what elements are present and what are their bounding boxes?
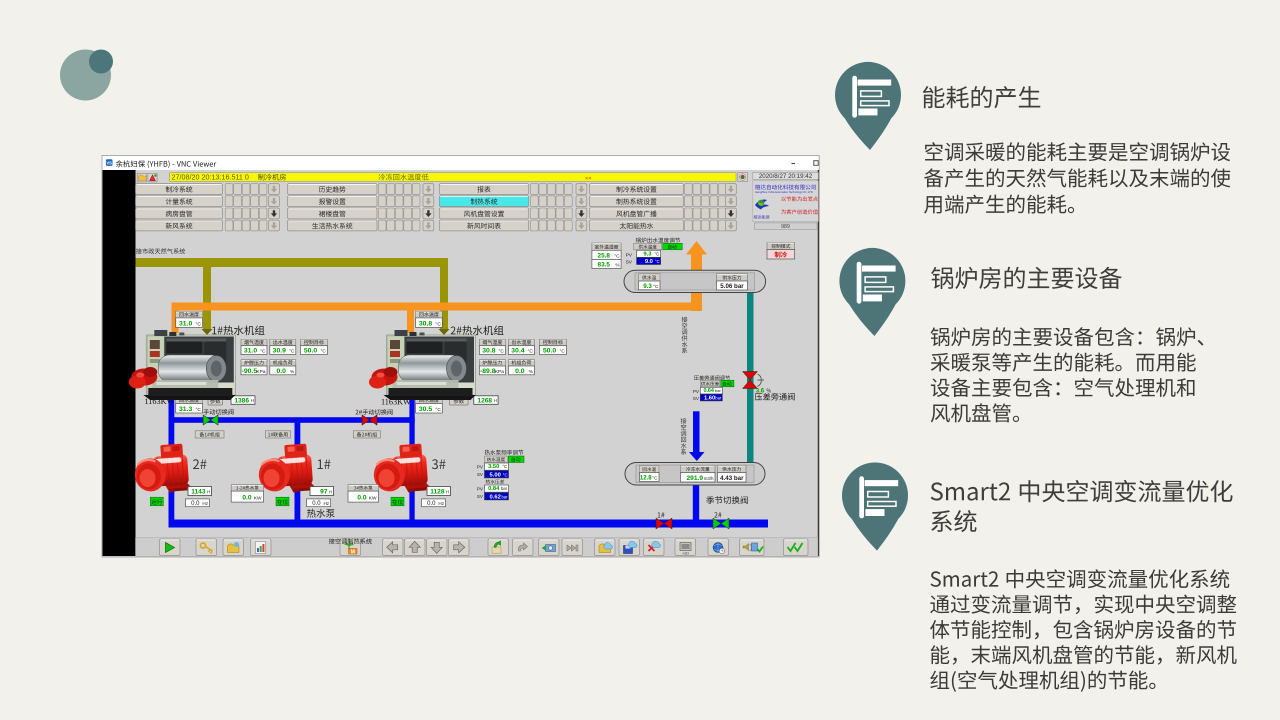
svg-text:VS: VS [106, 160, 112, 165]
svg-text:1143: 1143 [191, 489, 206, 496]
svg-text:30.8: 30.8 [419, 320, 432, 327]
svg-text:°C: °C [321, 349, 327, 355]
svg-text:1386: 1386 [234, 397, 249, 404]
svg-text:bar: bar [715, 395, 722, 400]
svg-text:30.9: 30.9 [273, 348, 286, 355]
svg-text:9.3: 9.3 [643, 251, 652, 257]
svg-text:°C: °C [435, 321, 441, 327]
svg-text:2020/8/27 20:19:42: 2020/8/27 20:19:42 [759, 173, 813, 180]
svg-text:H: H [329, 489, 332, 494]
svg-text:83.5: 83.5 [598, 262, 611, 269]
svg-text:°C: °C [196, 407, 202, 413]
svg-text:SV: SV [477, 472, 484, 477]
svg-text:H: H [251, 398, 254, 403]
svg-text:××: ×× [585, 176, 591, 182]
svg-text:°C: °C [614, 253, 620, 259]
svg-text:5.00: 5.00 [490, 472, 501, 478]
svg-text:Hz: Hz [323, 501, 329, 506]
svg-text:PV: PV [477, 465, 484, 470]
svg-text:31.3: 31.3 [179, 406, 192, 413]
svg-text:-90.5: -90.5 [242, 368, 258, 375]
svg-text:KPa: KPa [256, 369, 265, 375]
svg-text:%: % [767, 389, 772, 395]
svg-text:%: % [615, 263, 620, 269]
svg-text:1268: 1268 [477, 397, 492, 404]
svg-text:12.8: 12.8 [640, 476, 652, 482]
svg-text:-89.8: -89.8 [480, 368, 496, 375]
svg-text:31.0: 31.0 [244, 348, 257, 355]
svg-text:SV: SV [477, 494, 484, 499]
svg-text:97: 97 [320, 489, 328, 496]
svg-text:H: H [207, 489, 210, 494]
svg-text:1128: 1128 [430, 489, 445, 496]
svg-text:30.4: 30.4 [511, 348, 524, 355]
svg-text:KW: KW [254, 495, 262, 501]
svg-text:-GD: -GD [682, 552, 689, 556]
svg-text:30.8: 30.8 [482, 348, 495, 355]
svg-text:°C: °C [528, 349, 534, 355]
svg-text:0.62: 0.62 [490, 494, 501, 500]
svg-text:291.9: 291.9 [686, 475, 703, 482]
svg-text:SV: SV [626, 260, 633, 266]
svg-text:0.0: 0.0 [276, 368, 286, 375]
svg-text:9.3: 9.3 [643, 283, 652, 290]
svg-text:°C: °C [503, 472, 508, 477]
svg-text:°C: °C [260, 349, 266, 355]
svg-text:°C: °C [655, 259, 660, 264]
svg-text:Hz: Hz [438, 501, 444, 506]
svg-text:0.64: 0.64 [703, 388, 714, 394]
svg-text:0.0: 0.0 [312, 501, 321, 507]
svg-text:0.84: 0.84 [488, 486, 500, 492]
svg-text:%: % [290, 369, 295, 375]
svg-text:KPa: KPa [495, 369, 504, 375]
svg-text:0.0: 0.0 [357, 494, 366, 501]
svg-text:bar: bar [501, 486, 508, 491]
svg-text:°C: °C [499, 349, 505, 355]
svg-text:%: % [529, 369, 534, 375]
svg-text:°C: °C [654, 251, 659, 256]
svg-text:HangZhou YuDa Automation Techn: HangZhou YuDa Automation Technology CO.,… [755, 190, 813, 194]
svg-text:50.0: 50.0 [304, 348, 317, 355]
svg-text:1.60: 1.60 [704, 395, 715, 401]
svg-text:3.6: 3.6 [756, 389, 765, 395]
svg-text:°C: °C [502, 464, 507, 469]
svg-text:0.0: 0.0 [427, 501, 436, 507]
svg-text:°C: °C [196, 321, 202, 327]
svg-text:Hz: Hz [202, 501, 208, 506]
svg-text:9.0: 9.0 [645, 259, 653, 265]
svg-text:50.0: 50.0 [543, 348, 556, 355]
svg-text:3.50: 3.50 [488, 464, 499, 470]
svg-text:PV: PV [693, 389, 700, 394]
svg-text:5.06 bar: 5.06 bar [720, 283, 744, 290]
svg-text:KW: KW [369, 495, 377, 501]
svg-text:H: H [446, 489, 449, 494]
svg-text:m3/h: m3/h [704, 476, 714, 481]
svg-text:0.0: 0.0 [191, 501, 200, 507]
svg-text:°C: °C [653, 284, 659, 290]
svg-text:M: M [351, 549, 355, 555]
svg-text:°C: °C [652, 476, 658, 482]
svg-text:°C: °C [289, 349, 295, 355]
svg-text:bar: bar [715, 388, 721, 393]
svg-text:1163KW: 1163KW [145, 397, 175, 406]
svg-text:PV: PV [626, 252, 633, 258]
svg-text:SV: SV [693, 396, 700, 401]
svg-text:30.5: 30.5 [419, 406, 432, 413]
svg-text:0.0: 0.0 [242, 494, 251, 501]
svg-text:1163KW: 1163KW [381, 398, 411, 407]
svg-text:°C: °C [560, 349, 566, 355]
svg-text:989: 989 [781, 224, 790, 230]
svg-text:25.8: 25.8 [598, 252, 611, 259]
svg-text:PV: PV [477, 487, 484, 492]
svg-text:0.0: 0.0 [515, 368, 525, 375]
svg-text:°C: °C [435, 407, 441, 413]
svg-text:bar: bar [501, 494, 508, 499]
svg-text:27/08/20 20:13:16.511 0: 27/08/20 20:13:16.511 0 [172, 173, 249, 182]
svg-text:31.0: 31.0 [179, 320, 192, 327]
svg-text:H: H [494, 398, 497, 403]
svg-text:4.43 bar: 4.43 bar [720, 475, 744, 482]
